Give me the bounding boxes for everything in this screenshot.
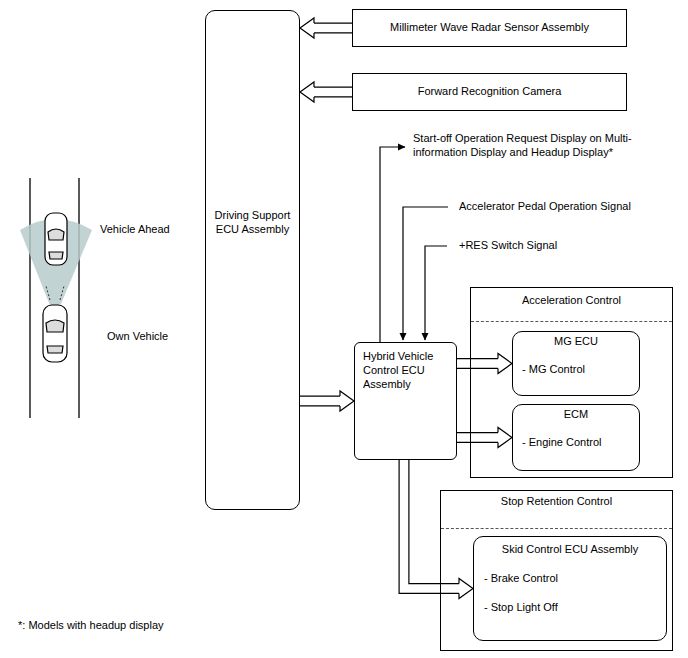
block-arrow bbox=[404, 460, 473, 599]
arrow-fill bbox=[313, 24, 353, 33]
radar-cone bbox=[20, 219, 92, 318]
display-request-line bbox=[380, 147, 405, 342]
signal-label: Accelerator Pedal Operation Signal bbox=[459, 200, 631, 214]
own-vehicle-icon bbox=[43, 305, 67, 362]
car-window bbox=[46, 320, 64, 332]
car-window bbox=[48, 229, 64, 240]
arrow-fill bbox=[457, 433, 500, 442]
control-band: Stop Retention ControlSkid Control ECU A… bbox=[440, 490, 673, 651]
accelerator-signal-line bbox=[403, 207, 448, 340]
ecu-box: MG ECU- MG Control bbox=[512, 331, 640, 396]
sensor-box: Millimeter Wave Radar Sensor Assembly bbox=[352, 9, 627, 47]
arrow-head bbox=[300, 82, 314, 102]
arrow-head bbox=[498, 354, 512, 374]
node-item: - Stop Light Off bbox=[474, 586, 666, 615]
block-arrow bbox=[300, 18, 352, 38]
ecu-box: Driving Support ECU Assembly bbox=[205, 10, 300, 510]
block-arrow bbox=[457, 354, 512, 374]
signal-label: +RES Switch Signal bbox=[459, 239, 557, 253]
detection-line bbox=[46, 286, 50, 300]
node-title: Acceleration Control bbox=[471, 288, 672, 322]
arrow-fill bbox=[457, 359, 500, 368]
node-title: Skid Control ECU Assembly bbox=[474, 537, 666, 557]
arrow-fill bbox=[404, 460, 461, 589]
node-title: ECM bbox=[513, 405, 639, 422]
arrow-shaft bbox=[404, 460, 459, 589]
signal-lines bbox=[380, 147, 448, 342]
detection-line bbox=[60, 286, 64, 300]
node-title: Millimeter Wave Radar Sensor Assembly bbox=[353, 10, 626, 35]
vehicle-label: Own Vehicle bbox=[107, 330, 168, 344]
display-label: Start-off Operation Request Display on M… bbox=[413, 132, 653, 160]
vehicle-label: Vehicle Ahead bbox=[100, 223, 170, 237]
ecu-box: ECM- Engine Control bbox=[512, 404, 640, 471]
road-edge bbox=[78, 178, 79, 418]
block-arrow bbox=[300, 391, 354, 411]
node-title: Hybrid Vehicle Control ECU Assembly bbox=[355, 343, 456, 391]
node-title: Forward Recognition Camera bbox=[353, 74, 626, 99]
node-item: - Engine Control bbox=[513, 422, 639, 450]
arrow-fill bbox=[313, 88, 353, 97]
car-body bbox=[43, 305, 67, 362]
detection-lines bbox=[46, 286, 64, 300]
arrow-head bbox=[459, 579, 473, 599]
block-arrow bbox=[457, 428, 512, 448]
node-title: Driving Support ECU Assembly bbox=[206, 209, 299, 237]
node-item: - Brake Control bbox=[474, 557, 666, 586]
footnote: *: Models with headup display bbox=[18, 619, 164, 633]
car-body bbox=[45, 213, 67, 265]
block-arrow bbox=[300, 82, 352, 102]
car-window bbox=[47, 346, 63, 353]
arrow-fill bbox=[300, 397, 342, 406]
car-window bbox=[49, 252, 63, 259]
node-title: Stop Retention Control bbox=[441, 491, 672, 529]
arrow-head bbox=[300, 18, 314, 38]
node-item: - MG Control bbox=[513, 349, 639, 377]
arrow-head bbox=[498, 428, 512, 448]
vehicle-ahead-icon bbox=[45, 213, 67, 265]
sensor-box: Forward Recognition Camera bbox=[352, 73, 627, 111]
road-edge bbox=[29, 178, 30, 418]
control-band: Acceleration Control MG ECU- MG ControlEC… bbox=[470, 287, 673, 478]
node-title: MG ECU bbox=[513, 332, 639, 349]
ecu-box: Skid Control ECU Assembly- Brake Control… bbox=[473, 536, 667, 641]
ecu-box: Hybrid Vehicle Control ECU Assembly bbox=[354, 342, 457, 460]
arrow-head bbox=[340, 391, 354, 411]
res-signal-line bbox=[425, 246, 447, 340]
